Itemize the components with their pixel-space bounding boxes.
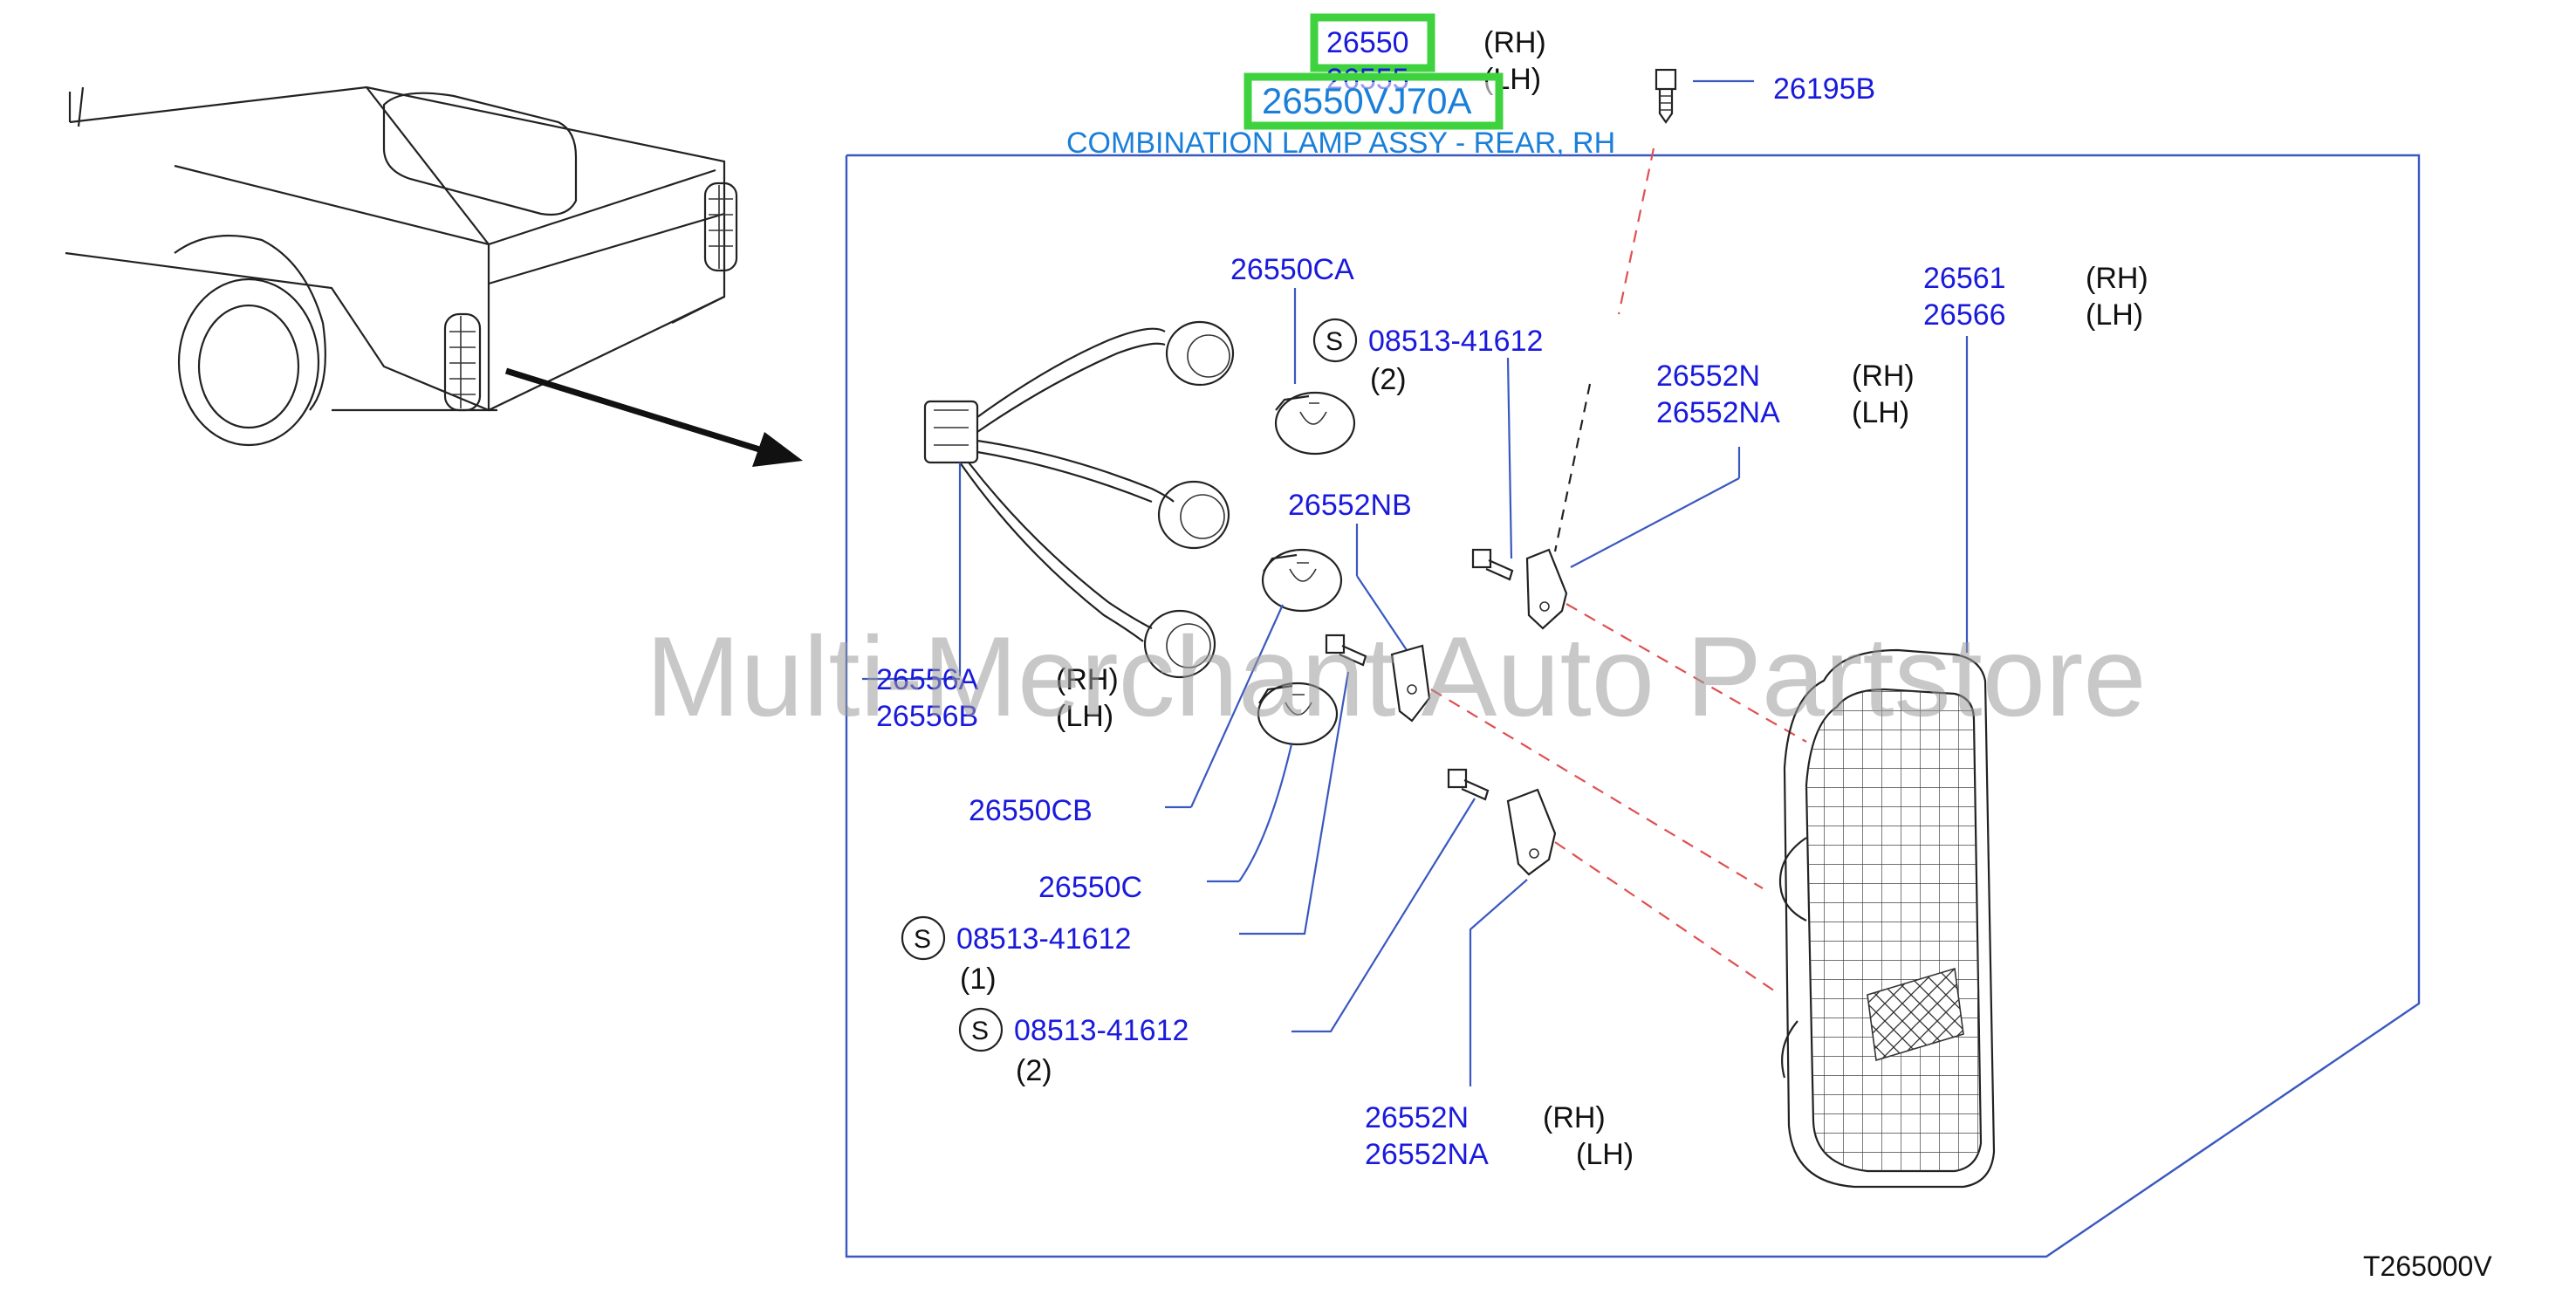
- bulb-26550ca-drawing: 26550CA: [1230, 253, 1356, 456]
- callout-26550c[interactable]: 26550C: [1038, 871, 1142, 904]
- s-symbol-2: S: [914, 925, 931, 954]
- rh-part-number[interactable]: 26550: [1326, 26, 1409, 59]
- selected-assembly-highlight[interactable]: [1243, 72, 1504, 130]
- callout-26550cb[interactable]: 26550CB: [969, 794, 1093, 827]
- harness-drawing: 26556A (RH) 26556B (LH): [862, 320, 1235, 733]
- harness-lh-side: (LH): [1056, 700, 1113, 733]
- header-part-numbers: 26550 (RH) 26555 (LH) 26550VJ70A COMBINA…: [1066, 13, 1615, 160]
- lens-rh-side: (RH): [2086, 262, 2148, 295]
- screw-26195b-drawing: 26195B: [1617, 68, 1875, 315]
- watermark-text: Multi-Merchant Auto Partstore: [646, 613, 2147, 740]
- assembly-title: COMBINATION LAMP ASSY - REAR, RH: [1066, 127, 1615, 160]
- qty-2-b: (2): [1016, 1054, 1052, 1087]
- callout-26552n-bottom[interactable]: 26552N: [1365, 1101, 1469, 1134]
- callout-26561[interactable]: 26561: [1923, 262, 2006, 295]
- callout-26556a[interactable]: 26556A: [876, 663, 979, 696]
- selected-part-highlight[interactable]: [1310, 13, 1435, 72]
- callout-26552na-bottom[interactable]: 26552NA: [1365, 1138, 1489, 1171]
- bracket-top-lh-side: (LH): [1852, 396, 1909, 429]
- harness-rh-side: (RH): [1056, 663, 1119, 696]
- bracket-bot-rh-side: (RH): [1543, 1101, 1606, 1134]
- s-symbol-1: S: [1326, 327, 1343, 356]
- callout-26552n-top[interactable]: 26552N: [1656, 360, 1760, 393]
- screw-s1-callout: S 08513-41612 (2): [1312, 318, 1543, 559]
- bracket-26552nb-drawing: 26552NB: [1288, 489, 1764, 889]
- bracket-bot-lh-side: (LH): [1576, 1138, 1634, 1171]
- screw-s2-drawing: S 08513-41612 (1): [901, 634, 1367, 996]
- direction-arrow: [504, 367, 803, 467]
- assembly-frame: [845, 154, 2421, 1258]
- callout-08513-41612-a[interactable]: 08513-41612: [1368, 325, 1543, 358]
- callout-26566[interactable]: 26566: [1923, 298, 2006, 332]
- callout-08513-41612-c[interactable]: 08513-41612: [1014, 1014, 1189, 1047]
- truck-illustration: [65, 86, 738, 447]
- callout-26552nb[interactable]: 26552NB: [1288, 489, 1412, 522]
- callout-26550ca[interactable]: 26550CA: [1230, 253, 1354, 286]
- screw-s3-drawing: S 08513-41612 (2): [958, 768, 1490, 1087]
- callout-26195b[interactable]: 26195B: [1773, 72, 1875, 106]
- diagram-code: T265000V: [2363, 1250, 2492, 1282]
- bulb-26550cb-drawing: 26550CB: [969, 548, 1343, 827]
- callout-08513-41612-b[interactable]: 08513-41612: [956, 922, 1131, 956]
- callout-26552na-top[interactable]: 26552NA: [1656, 396, 1780, 429]
- rh-side-label: (RH): [1483, 26, 1546, 59]
- lower-bracket-drawing: 26552N (RH) 26552NA (LH): [1365, 788, 1781, 1171]
- lens-lh-side: (LH): [2086, 298, 2143, 332]
- s-symbol-3: S: [971, 1017, 989, 1045]
- bulb-26550c-drawing: 26550C: [1038, 682, 1339, 904]
- lamp-lens-drawing: 26561 (RH) 26566 (LH): [1778, 262, 2148, 1189]
- bracket-top-rh-side: (RH): [1852, 360, 1915, 393]
- qty-2-a: (2): [1370, 363, 1407, 396]
- callout-26556b[interactable]: 26556B: [876, 700, 978, 733]
- upper-bracket-drawing: 26552N (RH) 26552NA (LH): [1471, 360, 1915, 743]
- assembly-part-number[interactable]: 26550VJ70A: [1262, 80, 1472, 121]
- qty-1: (1): [960, 963, 997, 996]
